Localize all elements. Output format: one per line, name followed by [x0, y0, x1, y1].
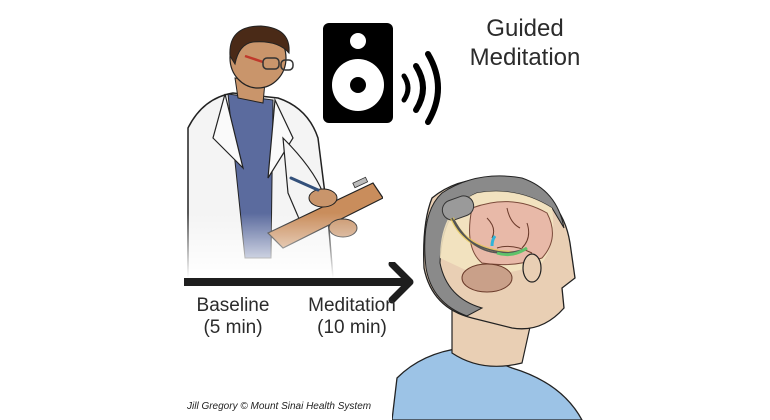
patient-brain-implant-illustration — [392, 175, 583, 420]
meditation-label: Meditation (10 min) — [292, 295, 412, 339]
baseline-text: Baseline — [196, 295, 270, 316]
guided-meditation-title: Guided Meditation — [450, 14, 600, 72]
speaker-icon — [323, 23, 393, 123]
meditation-duration: (10 min) — [317, 317, 387, 338]
baseline-duration: (5 min) — [203, 317, 263, 338]
timeline-arrow — [184, 262, 414, 304]
image-credit: Jill Gregory © Mount Sinai Health System — [187, 401, 372, 412]
meditation-text: Meditation — [308, 295, 396, 316]
sound-waves-icon — [401, 51, 441, 125]
baseline-label: Baseline (5 min) — [188, 295, 278, 339]
title-line-1: Guided — [486, 15, 564, 42]
title-line-2: Meditation — [469, 44, 581, 71]
researcher-illustration — [183, 18, 383, 278]
